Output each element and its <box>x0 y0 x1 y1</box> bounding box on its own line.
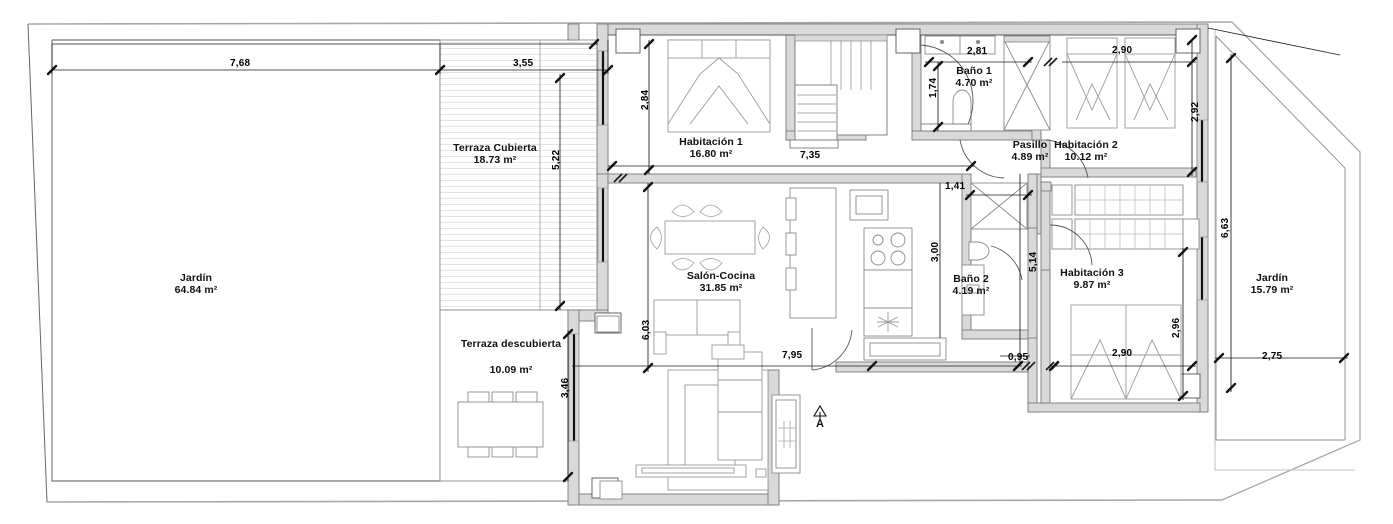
room-area: 64.84 m² <box>174 284 218 296</box>
room-area: 4.89 m² <box>1011 151 1049 163</box>
dimension-lines <box>46 27 1350 483</box>
garden-east-area <box>1214 30 1355 471</box>
bed-habitacion-3 <box>1070 304 1182 400</box>
dimension-6-63: 6,63 <box>1220 217 1231 238</box>
room-name: Habitación 1 <box>679 136 743 148</box>
garden-west-area <box>51 39 441 482</box>
bano-2-fixtures <box>961 182 1028 316</box>
dining-table-salon <box>650 204 770 271</box>
dimension-1-41: 1,41 <box>945 181 966 192</box>
room-name: Terraza Cubierta <box>453 142 537 154</box>
room-area: 18.73 m² <box>473 154 517 166</box>
room-name: Habitación 2 <box>1054 139 1118 151</box>
room-name: Jardín <box>1255 272 1289 284</box>
room-name: Jardín <box>179 272 213 284</box>
room-label-terraza-cubierta: Terraza Cubierta 18.73 m² <box>440 142 550 166</box>
dimension-2-96: 2,96 <box>1171 317 1182 338</box>
room-name: Salón-Cocina <box>686 270 756 282</box>
habitacion-3-door[interactable] <box>1049 224 1093 266</box>
wardrobes-habitacion-3 <box>1051 184 1200 250</box>
room-label-jardin-este: Jardín 15.79 m² <box>1235 272 1309 296</box>
entry-door[interactable] <box>811 328 853 371</box>
room-label-bano-1: Baño 1 4.70 m² <box>944 65 1004 89</box>
dimension-6-03: 6,03 <box>641 319 652 340</box>
staircase <box>789 34 888 149</box>
room-name: Pasillo <box>1012 139 1048 151</box>
lounge-furniture-south <box>635 344 769 491</box>
room-name: Terraza descubierta <box>460 338 562 350</box>
room-area: 16.80 m² <box>689 148 733 160</box>
room-area: 10.12 m² <box>1064 151 1108 163</box>
room-area: 4.70 m² <box>955 77 993 89</box>
room-name: Habitación 3 <box>1060 267 1124 279</box>
terraza-descubierta-area <box>439 309 569 482</box>
dimension-2-90-habitacion-3: 2,90 <box>1112 348 1133 359</box>
room-label-pasillo: Pasillo 4.89 m² <box>1000 139 1060 163</box>
dimension-2-81: 2,81 <box>967 46 988 57</box>
section-marker-a <box>813 404 827 420</box>
room-label-habitacion-3: Habitación 3 9.87 m² <box>1048 267 1136 291</box>
dimension-5-22: 5,22 <box>551 149 562 170</box>
dimension-7-35: 7,35 <box>800 150 821 161</box>
room-area: 15.79 m² <box>1250 284 1294 296</box>
dimension-2-84: 2,84 <box>640 89 651 110</box>
room-area: 31.85 m² <box>699 282 743 294</box>
room-name: Baño 1 <box>956 65 992 77</box>
bano-2-door[interactable] <box>990 245 1023 281</box>
room-area: 10.09 m² <box>489 364 533 376</box>
section-marker-label: A <box>816 418 824 430</box>
dimension-3-55: 3,55 <box>513 58 534 69</box>
kitchen-units <box>785 187 947 361</box>
room-area: 9.87 m² <box>1073 279 1111 291</box>
dimension-2-90-habitacion-2: 2,90 <box>1112 45 1133 56</box>
dimension-0-95: 0,95 <box>1008 352 1029 363</box>
room-label-terraza-descubierta: Terraza descubierta 10.09 m² <box>451 331 571 383</box>
bano-1-door[interactable] <box>920 44 974 132</box>
entry-services <box>596 315 801 500</box>
outdoor-dining-set <box>457 391 544 458</box>
room-label-salon-cocina: Salón-Cocina 31.85 m² <box>675 270 767 294</box>
dimension-1-74: 1,74 <box>928 77 939 98</box>
bed-habitacion-1 <box>667 39 771 133</box>
room-label-bano-2: Baño 2 4.19 m² <box>941 273 1001 297</box>
pasillo-doors[interactable] <box>959 139 1089 179</box>
terraza-cubierta-area <box>439 39 609 311</box>
bano-1-fixtures <box>924 35 1051 131</box>
dimension-7-95: 7,95 <box>782 350 803 361</box>
room-area: 4.19 m² <box>952 285 990 297</box>
room-label-jardin-oeste: Jardín 64.84 m² <box>141 272 251 296</box>
room-label-habitacion-2: Habitación 2 10.12 m² <box>1042 139 1130 163</box>
dimension-3-46: 3,46 <box>560 377 571 398</box>
room-label-habitacion-1: Habitación 1 16.80 m² <box>668 136 754 160</box>
beds-habitacion-2 <box>1066 37 1176 129</box>
windows <box>568 50 1209 442</box>
dimension-3-00: 3,00 <box>930 241 941 262</box>
dimension-2-75: 2,75 <box>1262 351 1283 362</box>
dimension-2-92: 2,92 <box>1190 101 1201 122</box>
dimension-7-68: 7,68 <box>230 58 251 69</box>
dimension-5-14: 5,14 <box>1028 251 1039 272</box>
room-name: Baño 2 <box>953 273 989 285</box>
